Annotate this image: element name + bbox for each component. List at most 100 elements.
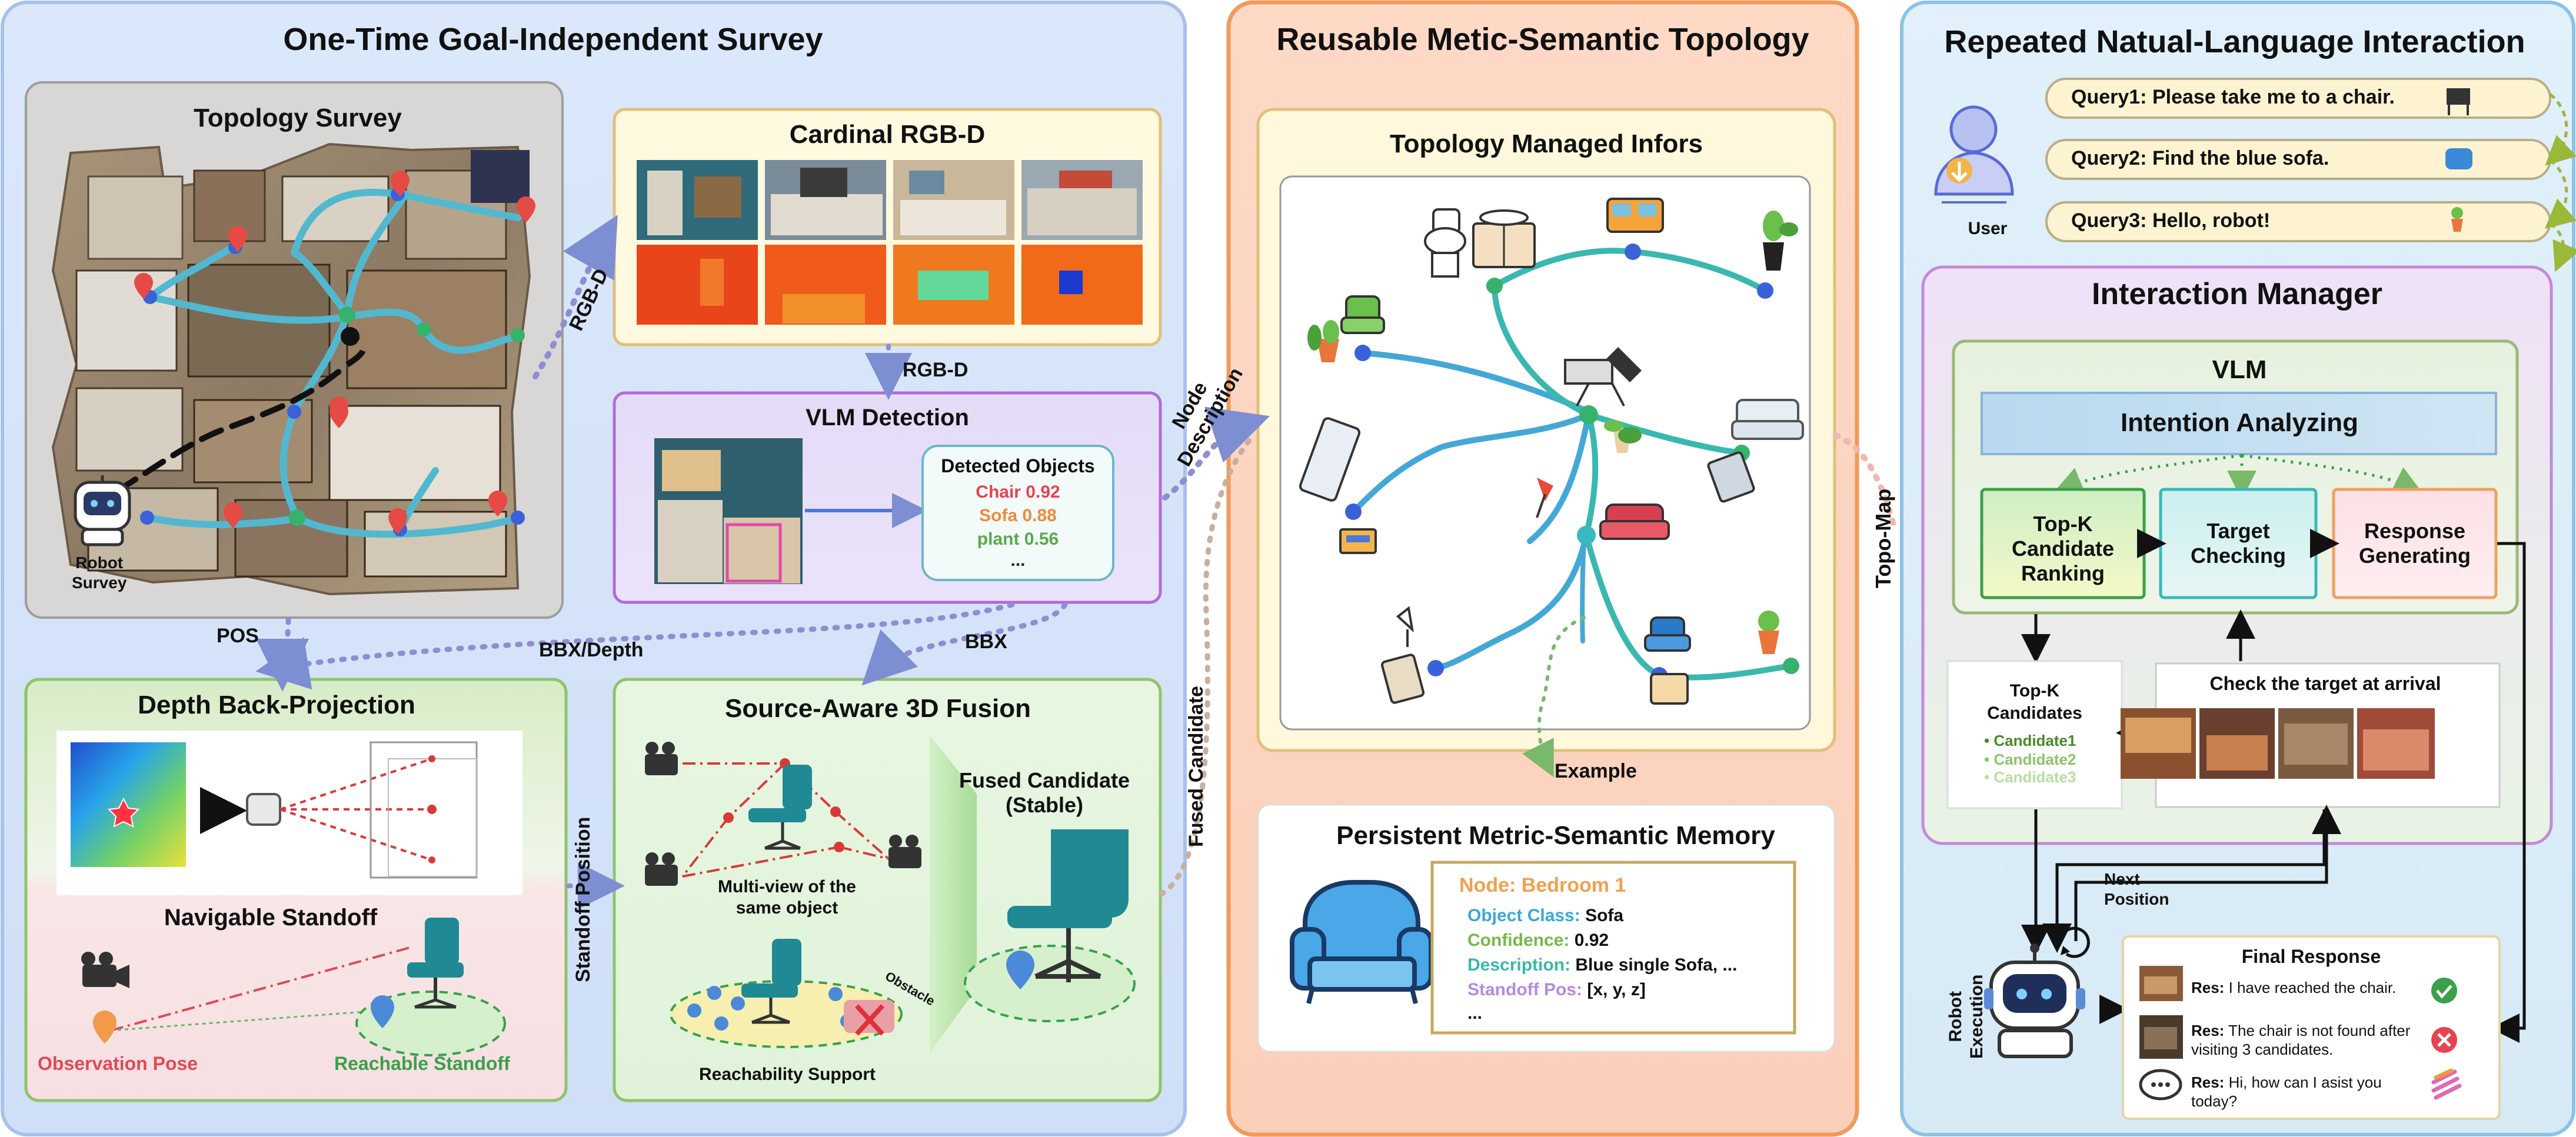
query-link-3	[2549, 222, 2576, 272]
memory-row-1: Object Class: Sofa	[1467, 906, 1623, 926]
response-thumbnails	[2139, 966, 2183, 1059]
topk-item-1-text: Candidate1	[1993, 732, 2076, 749]
fusion-chair-icon	[748, 765, 812, 850]
robot-survey-label: Robot Survey	[72, 554, 127, 592]
memory-row-4-value: [x, y, z]	[1587, 980, 1646, 999]
response-3-text: Hi, how can I asist you today?	[2191, 1073, 2382, 1110]
observation-label: Observation Pose	[38, 1053, 198, 1074]
fusion-arrow	[930, 735, 977, 1053]
topk-item-1: • Candidate1	[1984, 732, 2076, 749]
detected-objects-card	[921, 445, 1114, 581]
memory-row-2-value: 0.92	[1574, 931, 1609, 950]
vlm-detection-title: VLM Detection	[806, 405, 969, 431]
depth-title: Depth Back-Projection	[138, 691, 415, 719]
query-bubbles	[2045, 78, 2551, 242]
user-label: User	[1968, 219, 2008, 238]
final-response-box	[2122, 935, 2501, 1120]
bed-icon	[1606, 198, 1664, 233]
topology-graph-area	[1279, 175, 1811, 731]
memory-ellipsis: ...	[1467, 1003, 1483, 1023]
memory-sofa-icon	[1290, 880, 1433, 1004]
fusion-title: Source-Aware 3D Fusion	[725, 694, 1031, 723]
check-title: Check the target at arrival	[2209, 673, 2441, 694]
query-1: Query1: Please take me to a chair.	[2071, 86, 2395, 108]
plant-pot-icon	[1307, 320, 1339, 362]
fused-pin-icon	[1006, 951, 1034, 989]
standoff-title: Navigable Standoff	[164, 905, 378, 931]
topo-map-label: Topo-Map	[1871, 488, 1895, 588]
intention-box	[1981, 392, 2497, 455]
final-title: Final Response	[2241, 946, 2381, 967]
detected-object-3: plant 0.56	[977, 529, 1059, 549]
query-3: Query3: Hello, robot!	[2071, 209, 2271, 232]
reachable-label: Reachable Standoff	[334, 1053, 510, 1074]
check-icon	[2431, 978, 2457, 1003]
star-icon	[107, 797, 140, 828]
query-icons	[2445, 88, 2472, 232]
generating-label: Response Generating	[2358, 519, 2471, 568]
fused-title: Fused Candidate (Stable)	[959, 768, 1130, 817]
reachability-chair-icon	[741, 939, 801, 1024]
query-link-2	[2544, 159, 2576, 229]
memory-row-2: Confidence: 0.92	[1467, 931, 1609, 951]
user-icon	[1934, 105, 2014, 204]
bbx-label: BBX	[965, 631, 1007, 653]
response-1-prefix: Res:	[2191, 979, 2225, 996]
memory-title: Persistent Metric-Semantic Memory	[1336, 821, 1775, 850]
survey-route	[85, 188, 521, 538]
robot-icon	[74, 475, 131, 546]
memory-row-3-value: Blue single Sofa, ...	[1575, 955, 1738, 975]
detected-object-4: ...	[1010, 551, 1026, 570]
rgbd-down-label: RGB-D	[903, 359, 969, 381]
vlm-title: VLM	[2212, 355, 2267, 384]
box-icon	[1650, 673, 1689, 705]
survey-title: One-Time Goal-Independent Survey	[283, 22, 823, 57]
sofa-icon	[1731, 399, 1804, 440]
cross-icon	[2431, 1027, 2457, 1053]
tablet-icon	[1707, 451, 1755, 503]
camera-frustum	[246, 741, 478, 879]
detection-image	[654, 438, 803, 584]
response-2: Res: The chair is not found after visiti…	[2191, 1021, 2410, 1059]
desk-lamp-icon	[1396, 606, 1414, 647]
node-title: Node: Bedroom 1	[1459, 874, 1626, 896]
response-3-prefix: Res:	[2191, 1073, 2225, 1091]
cardinal-title: Cardinal RGB-D	[789, 120, 986, 149]
robot-execution-icon	[1984, 943, 2085, 1058]
standoff-position-label: Standoff Position	[572, 816, 594, 982]
topology-survey-title: Topology Survey	[194, 104, 402, 132]
topk-title: Top-K Candidates	[1987, 681, 2082, 723]
cabinet-icon	[1380, 653, 1425, 704]
pos-label: POS	[217, 625, 259, 647]
memory-row-1-key: Object Class:	[1467, 906, 1580, 925]
intention-label: Intention Analyzing	[2120, 408, 2359, 437]
observation-pin-icon	[93, 1011, 117, 1043]
armchair-icon	[1340, 295, 1385, 334]
red-sofa-icon	[1599, 504, 1670, 540]
topk-item-3-text: Candidate3	[1993, 768, 2076, 786]
depth-images	[637, 245, 1143, 325]
example-arrow	[1522, 616, 1586, 778]
robot-execution-label: Robot Execution	[1946, 974, 1986, 1059]
reachable-path	[110, 1011, 365, 1032]
topk-item-3: • Candidate3	[1984, 768, 2076, 786]
multiview-label: Multi-view of the same object	[718, 877, 856, 918]
memory-row-2-key: Confidence:	[1467, 931, 1570, 950]
arrival-photos	[2121, 708, 2435, 779]
wave-icon	[2431, 1068, 2462, 1100]
fusion-cameras	[645, 742, 921, 886]
depth-map	[71, 742, 186, 867]
chat-icon	[2139, 1069, 2182, 1101]
plant-icon	[1763, 211, 1798, 271]
obstacle-icon	[844, 1000, 894, 1036]
detected-object-1: Chair 0.92	[976, 482, 1060, 502]
reachability-zone	[670, 980, 903, 1048]
response-1: Res: I have reached the chair.	[2191, 979, 2396, 997]
standoff-pin-icon	[371, 995, 394, 1028]
rgb-images	[637, 160, 1143, 240]
topk-box	[1946, 660, 2123, 809]
memory-row-1-value: Sofa	[1585, 906, 1624, 925]
desk-chair-icon	[1564, 347, 1642, 406]
observation-ray	[110, 946, 412, 1032]
